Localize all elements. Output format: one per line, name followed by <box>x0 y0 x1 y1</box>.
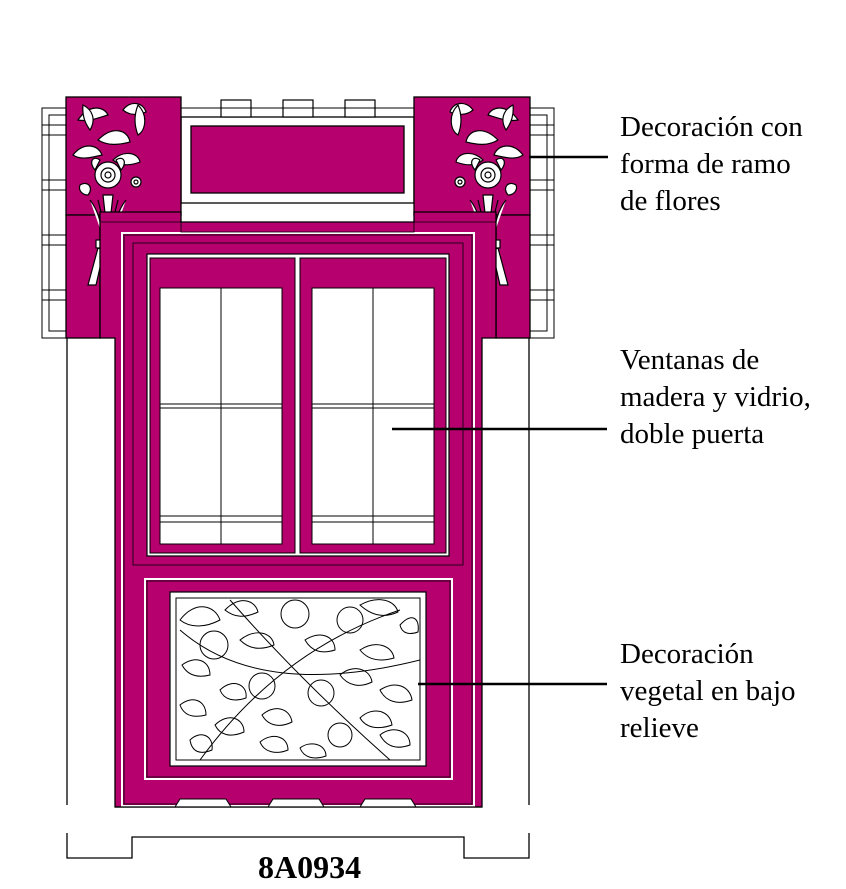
annotation-windows: Ventanas de madera y vidrio, doble puert… <box>620 342 811 453</box>
annotation-relief: Decoración vegetal en bajo relieve <box>620 636 796 747</box>
annotation-flower-bouquet: Decoración con forma de ramo de flores <box>620 109 803 220</box>
annotation-line: de flores <box>620 185 721 217</box>
annotation-line: madera y vidrio, <box>620 381 811 413</box>
drawing-code: 8A0934 <box>258 849 362 885</box>
annotation-line: forma de ramo <box>620 148 791 180</box>
vegetal-relief-pattern <box>179 599 420 760</box>
annotation-line: Decoración <box>620 638 754 670</box>
annotation-line: Decoración con <box>620 111 803 143</box>
annotation-line: vegetal en bajo <box>620 675 796 707</box>
annotation-line: Ventanas de <box>620 344 760 376</box>
annotation-line: doble puerta <box>620 418 765 450</box>
annotation-line: relieve <box>620 712 699 744</box>
